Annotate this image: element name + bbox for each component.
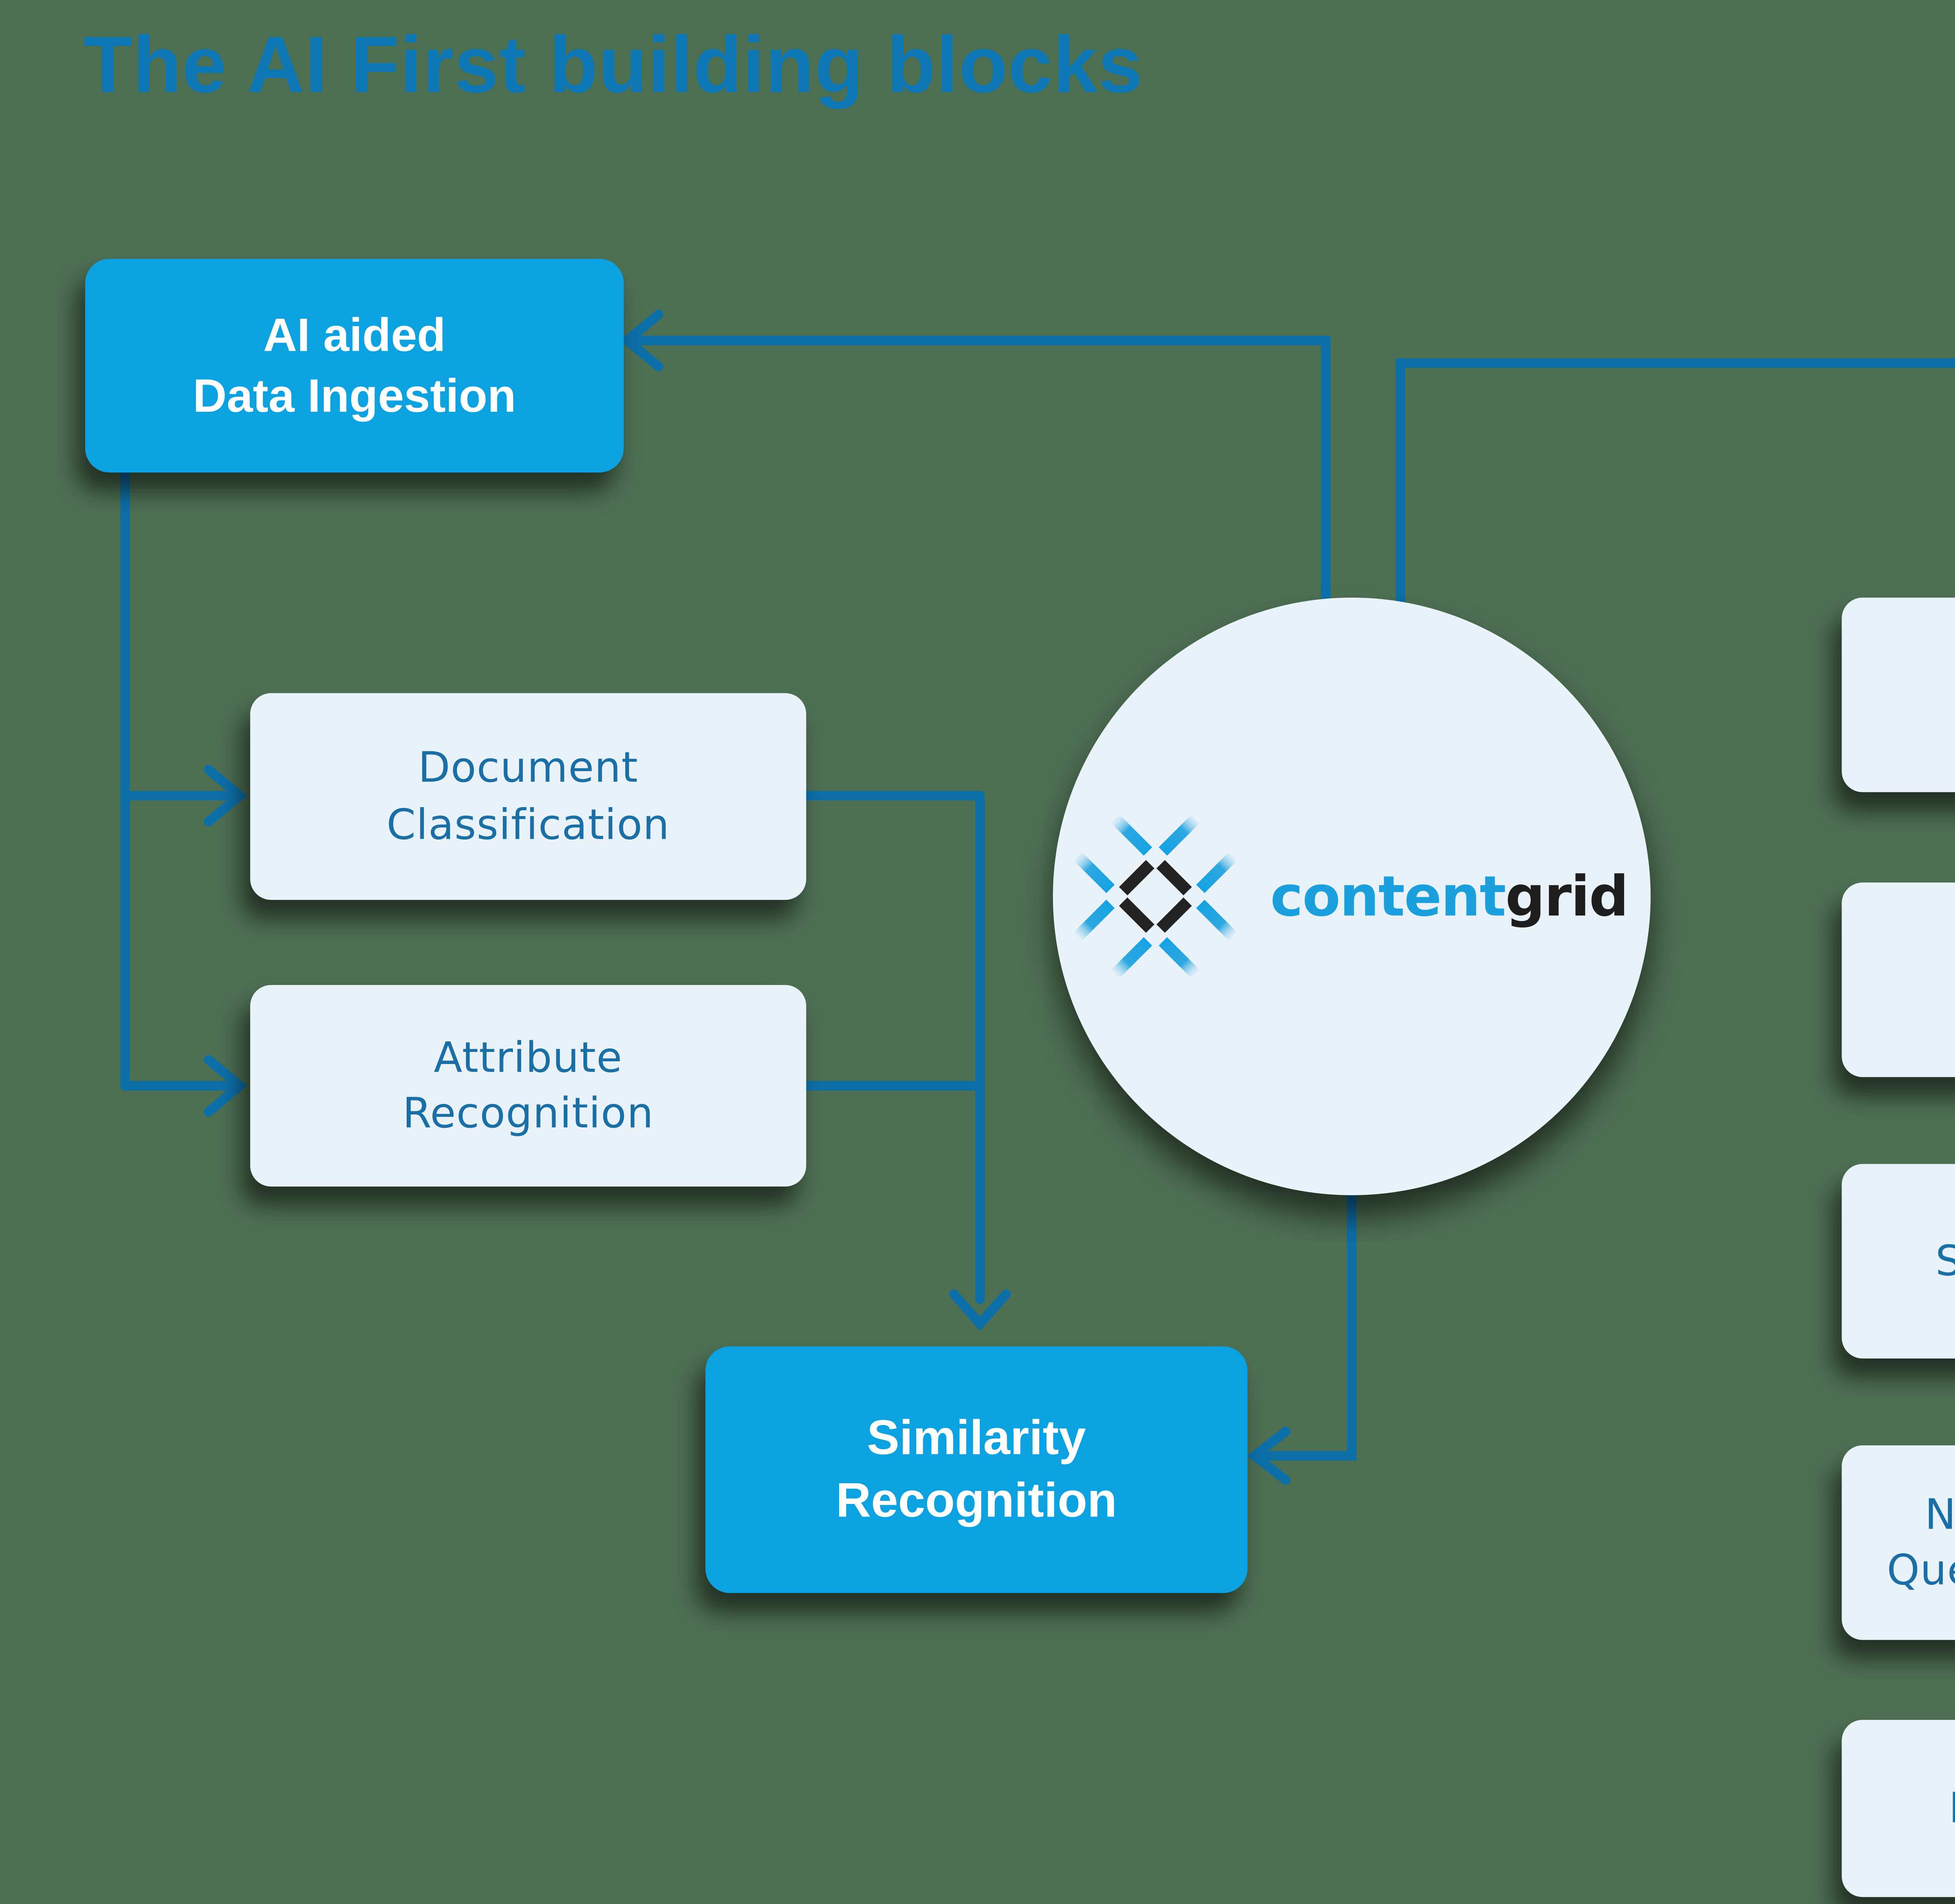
arrow-ingestion-to-left-boxes [120, 464, 248, 1117]
block-label: Document Classification [386, 743, 670, 849]
block-label: Similarity Recognition [836, 1411, 1117, 1527]
page-title: The AI First building blocks [83, 19, 1143, 109]
logo-text-content: content [1270, 863, 1507, 930]
block-semantic-search: Semantic Search [1842, 1164, 1955, 1359]
arrow-left-boxes-to-similarity [801, 791, 1011, 1331]
logo-text-grid: grid [1505, 863, 1629, 930]
arrow-to-ai-ingestion [620, 309, 1331, 616]
block-similarity-recognition-main: Similarity Recognition [705, 1346, 1248, 1593]
block-label: LLM Integration [1949, 1780, 1955, 1837]
block-attribute-recognition: Attribute Recognition [250, 985, 806, 1187]
block-label: Semantic Search [1935, 1233, 1955, 1289]
logo-wordmark: contentgrid [1270, 863, 1629, 930]
block-ai-aided-data-ingestion: AI aided Data Ingestion [85, 258, 624, 473]
block-natural-language-query-understanding: Natural Language Query Understanding [1842, 1445, 1955, 1640]
block-document-classification: Document Classification [250, 693, 806, 900]
arrow-circle-to-similarity-main [1247, 1183, 1357, 1485]
block-autocomplete: Autocomplete [1842, 882, 1955, 1077]
contentgrid-mark-icon [1075, 816, 1236, 976]
block-llm-integration: LLM Integration [1842, 1720, 1955, 1897]
block-label: AI aided Data Ingestion [193, 309, 516, 422]
block-label: Attribute Recognition [402, 1033, 654, 1138]
block-label: Natural Language Query Understanding [1887, 1489, 1955, 1595]
contentgrid-logo: contentgrid [1075, 816, 1629, 976]
contentgrid-logo-circle: contentgrid [1053, 598, 1651, 1195]
arrow-to-advanced-search [1395, 358, 1955, 616]
block-similarity-recognition: Similarity Recognition [1842, 598, 1955, 792]
